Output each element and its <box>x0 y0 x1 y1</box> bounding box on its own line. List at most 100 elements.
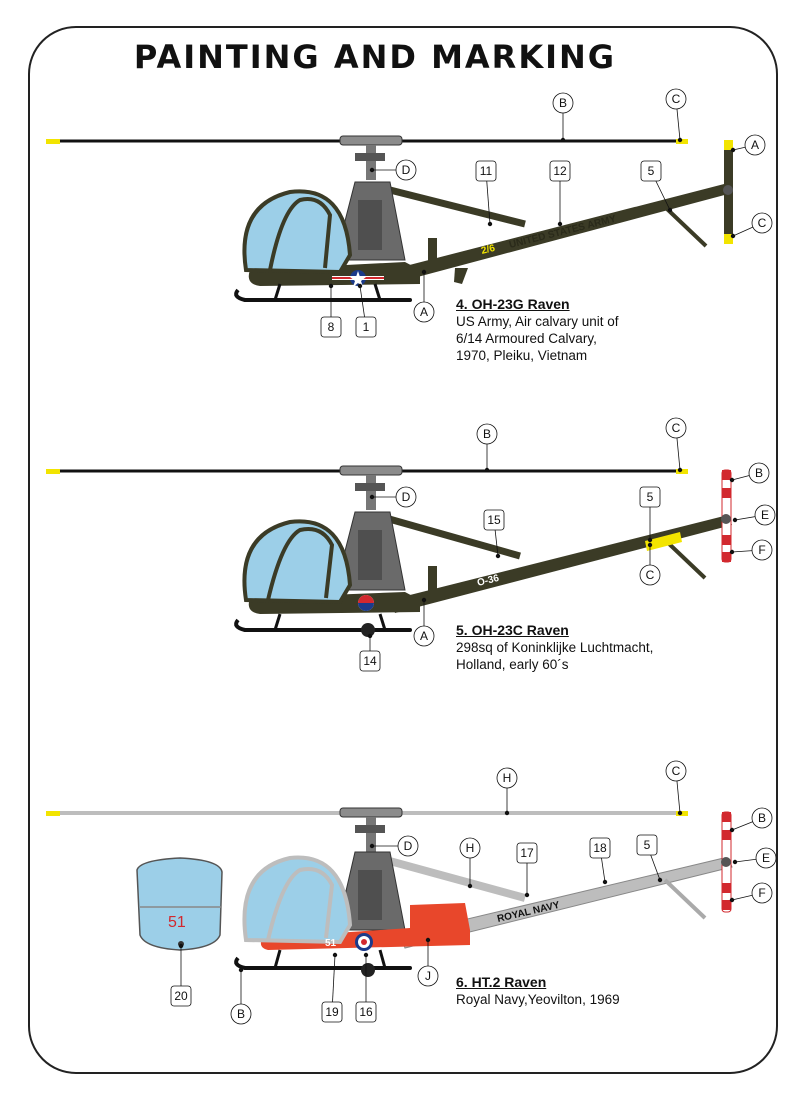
callout-point <box>357 283 363 289</box>
callout-label: 17 <box>520 846 534 860</box>
callout-label: 5 <box>644 838 651 852</box>
helicopter-ht2: 51 ROYAL NAVY 51 <box>46 807 733 977</box>
callout-label: 1 <box>363 320 370 334</box>
callout-point <box>363 952 369 958</box>
caption-line: 298sq of Koninklijke Luchtmacht, <box>456 640 654 655</box>
callout-number-box <box>640 160 662 182</box>
callout-point <box>524 892 530 898</box>
callout-letter-circle <box>665 88 687 110</box>
fuselage-marking: 2/6 <box>480 243 497 257</box>
callout-point <box>495 553 501 559</box>
caption-heading: 6. HT.2 Raven <box>456 974 547 990</box>
callout-letter-circle <box>744 134 766 156</box>
callout-letter-circle <box>413 625 435 647</box>
callout-label: 11 <box>480 164 493 178</box>
caption-oh23c: 5. OH-23C Raven 298sq of Koninklijke Luc… <box>456 622 653 673</box>
callout-label: J <box>425 969 431 983</box>
fuselage-marking: 51 <box>325 938 337 949</box>
callout-point <box>729 549 735 555</box>
caption-line: 1970, Pleiku, Vietnam <box>456 348 588 363</box>
callout-label: 5 <box>648 164 655 178</box>
callout-number-box <box>321 1001 343 1023</box>
callout-letter-circle <box>755 847 777 869</box>
callout-label: D <box>404 839 413 853</box>
callout-number-box <box>355 1001 377 1023</box>
page-title: PAINTING AND MARKING <box>133 38 617 76</box>
callout-letter-circle <box>665 417 687 439</box>
callout-point <box>677 467 683 473</box>
callout-point <box>729 827 735 833</box>
callout-label: B <box>755 466 763 480</box>
callout-point <box>557 221 563 227</box>
callout-point <box>729 897 735 903</box>
caption-oh23g: 4. OH-23G Raven US Army, Air calvary uni… <box>456 296 619 364</box>
canopy-front-view <box>136 857 223 951</box>
callout-label: 14 <box>363 654 377 668</box>
callout-point <box>487 221 493 227</box>
callout-point <box>560 137 566 143</box>
callout-label: F <box>758 886 765 900</box>
caption-line: US Army, Air calvary unit of <box>456 314 619 329</box>
callout-point <box>657 877 663 883</box>
callout-letter-circle <box>417 965 439 987</box>
callout-label: B <box>559 96 567 110</box>
callout-letter-circle <box>413 301 435 323</box>
tail-marking: UNITED STATES ARMY <box>508 214 618 251</box>
callout-label: D <box>402 163 411 177</box>
helicopter-oh23g: 2/6 UNITED STATES ARMY <box>46 135 733 302</box>
callout-label: 18 <box>593 841 607 855</box>
callout-letter-circle <box>754 504 776 526</box>
callout-label: 15 <box>487 513 501 527</box>
callout-point <box>238 967 244 973</box>
callout-label: A <box>751 138 759 152</box>
callout-point <box>467 883 473 889</box>
callout-letter-circle <box>476 423 498 445</box>
callout-label: 8 <box>328 320 335 334</box>
callout-point <box>732 859 738 865</box>
callout-letter-circle <box>230 1003 252 1025</box>
callout-point <box>484 467 490 473</box>
callout-point <box>367 633 373 639</box>
callout-label: C <box>672 92 681 106</box>
callout-label: A <box>420 305 428 319</box>
fuselage-marking: O-36 <box>476 573 501 589</box>
helicopter-oh23c: O-36 <box>46 465 732 637</box>
callout-point <box>369 494 375 500</box>
callout-label: F <box>758 543 765 557</box>
callout-number-box <box>359 650 381 672</box>
callout-label: E <box>761 508 769 522</box>
callout-point <box>369 167 375 173</box>
callout-letter-circle <box>395 486 417 508</box>
callout-label: C <box>646 568 655 582</box>
callout-letter-circle <box>496 767 518 789</box>
callout-letter-circle <box>751 882 773 904</box>
callout-label: 5 <box>647 490 654 504</box>
callout-point <box>504 810 510 816</box>
callout-letter-circle <box>748 462 770 484</box>
callout-letter-circle <box>751 539 773 561</box>
callout-label: H <box>503 771 512 785</box>
callout-point <box>732 517 738 523</box>
callout-letter-circle <box>552 92 574 114</box>
canopy-marking: 51 <box>168 914 186 931</box>
callout-label: B <box>237 1007 245 1021</box>
callout-point <box>602 879 608 885</box>
callout-point <box>425 937 431 943</box>
callout-label: C <box>672 764 681 778</box>
callout-point <box>328 283 334 289</box>
caption-line: 6/14 Armoured Calvary, <box>456 331 597 346</box>
callout-label: B <box>758 811 766 825</box>
callout-label: 12 <box>553 164 567 178</box>
tail-marking: ROYAL NAVY <box>496 900 561 925</box>
callout-label: 16 <box>359 1005 373 1019</box>
callout-point <box>421 269 427 275</box>
callout-point <box>647 537 653 543</box>
callout-point <box>667 207 673 213</box>
callout-point <box>178 943 184 949</box>
callout-label: C <box>672 421 681 435</box>
callout-point <box>421 597 427 603</box>
callout-label: E <box>762 851 770 865</box>
caption-line: Holland, early 60´s <box>456 657 569 672</box>
callout-point <box>332 952 338 958</box>
